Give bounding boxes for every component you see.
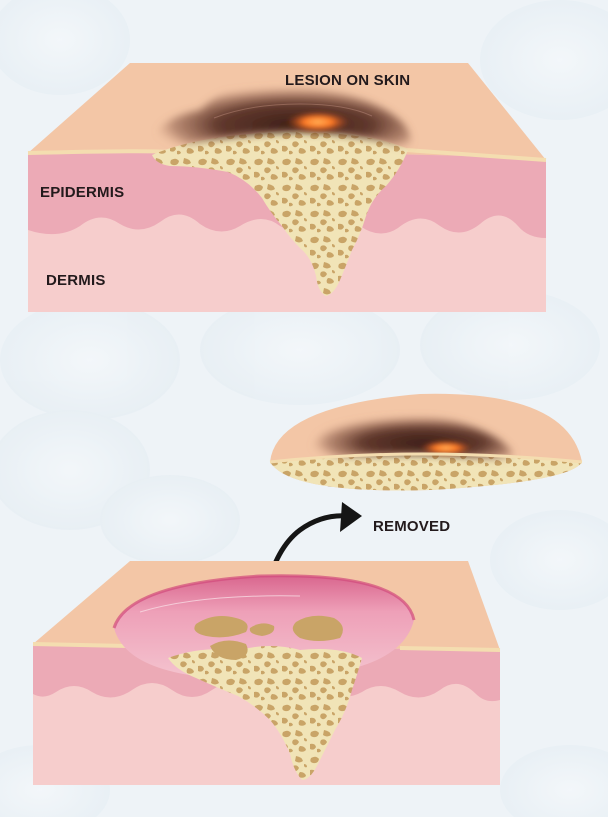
lesion-glow [286, 111, 350, 133]
label-epidermis: EPIDERMIS [40, 184, 124, 201]
label-lesion-on-skin: LESION ON SKIN [285, 72, 410, 89]
label-removed: REMOVED [373, 518, 450, 535]
bottom-skin-block [33, 561, 500, 785]
label-dermis: DERMIS [46, 272, 106, 289]
